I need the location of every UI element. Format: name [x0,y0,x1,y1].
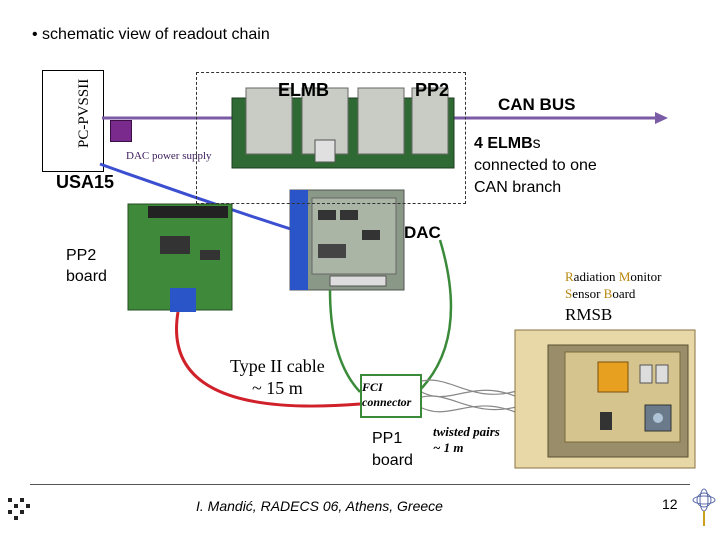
type-ii-cable-label: Type II cable ~ 15 m [230,355,325,399]
atlas-logo-icon [692,488,716,526]
rm-initial-m: M [618,269,631,284]
twisted-line2: ~ 1 m [433,440,464,455]
rm-text-onitor: onitor [630,269,662,284]
elmbs-note: 4 ELMBs connected to one CAN branch [474,133,597,199]
green-cable [328,239,453,393]
elmb-label: ELMB [278,80,329,100]
pp1-line1: PP1 [372,430,403,447]
pp2-board-line1: PP2 [66,247,97,264]
twisted-pairs [417,379,521,415]
twisted-pairs-label: twisted pairs ~ 1 m [433,424,500,456]
rm-initial-s: S [565,286,573,301]
pp2-board-photo [127,203,233,312]
pp2-board-label: PP2 board [66,245,107,287]
pc-box [42,70,104,172]
ijs-logo-icon [8,498,30,520]
blue-cable [99,162,301,234]
rmsb-label: RMSB [565,305,613,324]
fci-connector-box [360,374,422,418]
rm-initial-r: R [565,269,574,284]
can-bus-arrow [655,112,668,124]
dac-power-supply-chip [110,120,132,142]
dac-power-supply-label: DAC power supply [126,150,212,162]
page-number: 12 [662,496,678,512]
footer-text: I. Mandić, RADECS 06, Athens, Greece [196,498,443,514]
pp2-label: PP2 [415,80,450,100]
dac-label: DAC [404,223,441,242]
footer-divider [30,484,690,485]
pp2-board-line2: board [66,268,107,285]
elmbs-note-bold: 4 ELMB [474,135,533,152]
radiation-monitor-label: Radiation Monitor Sensor Board [565,268,661,302]
rm-text-adiation: adiation [573,269,619,284]
elmbs-note-line2: connected to one [474,157,597,174]
rm-text-ensor: ensor [572,286,604,301]
can-bus-label: CAN BUS [498,95,576,114]
fci-connector-label: FCI connector [362,380,411,410]
elmbs-note-suffix: s [532,135,541,152]
fci-line1: FCI [362,380,383,394]
twisted-line1: twisted pairs [433,424,500,439]
cable-line1: Type II cable [230,356,325,376]
slide-title: • schematic view of readout chain [32,26,270,43]
pp1-line2: board [372,452,413,469]
rm-text-oard: oard [612,286,636,301]
red-cable [175,311,361,408]
elmbs-note-line3: CAN branch [474,179,562,196]
elmb-board-photo [231,87,455,169]
usa15-label: USA15 [56,172,115,192]
pp1-board-label: PP1 board [372,428,413,472]
elmb-crate-outline [196,72,466,204]
dac-board-photo [289,189,405,291]
rm-initial-b: B [603,286,613,301]
fci-line2: connector [362,395,412,409]
rmsb-photo [514,329,696,469]
cable-line2: ~ 15 m [251,378,303,398]
